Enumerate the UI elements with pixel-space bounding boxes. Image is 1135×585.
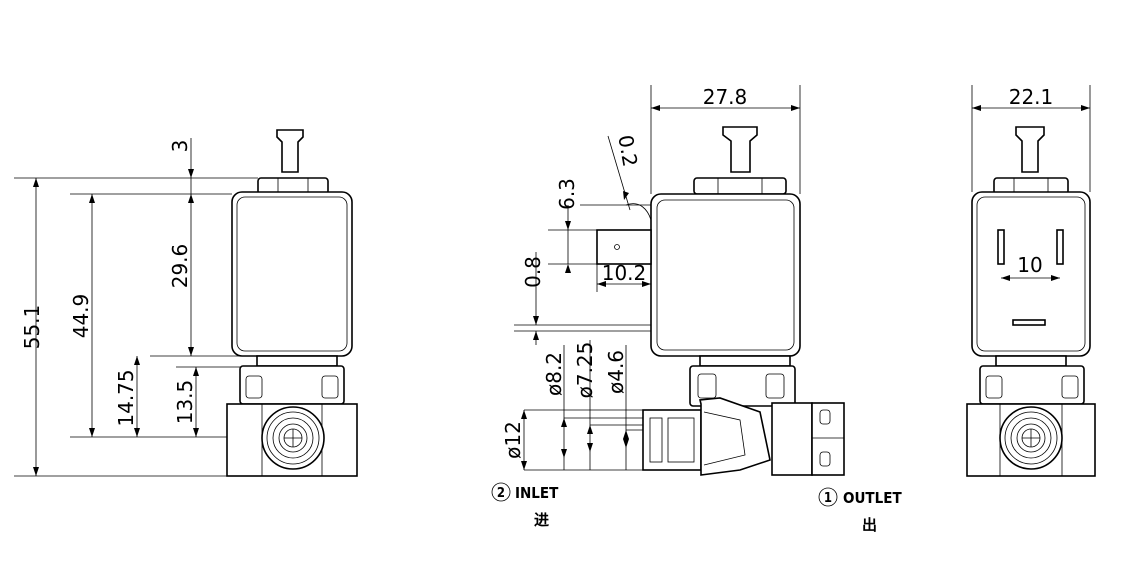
- outlet-label: OUTLET: [843, 489, 902, 507]
- dim-body-height: 44.9: [69, 294, 93, 339]
- front-body: [698, 397, 771, 476]
- inlet-label: INLET: [515, 484, 559, 502]
- outlet-number-circle: [818, 487, 838, 507]
- dim-dia-inner: ø4.6: [604, 350, 628, 394]
- dim-coil-height: 29.6: [168, 244, 192, 289]
- front-terminal: [596, 229, 652, 265]
- dim-dia-port: ø12: [501, 421, 525, 459]
- inlet-number: 2: [497, 486, 505, 501]
- dim-dia-outer: ø8.2: [542, 352, 566, 396]
- end-ground-pin: [1012, 319, 1046, 326]
- end-pin-right: [1056, 229, 1064, 265]
- front-view: 27.8 0.2 6.3 10.2 0.8 ø8.2 ø7.25 ø4.6 ø1…: [491, 85, 902, 534]
- end-stem: [1015, 126, 1045, 173]
- front-nut: [693, 177, 787, 195]
- dim-end-width: 22.1: [1009, 85, 1054, 109]
- front-stem: [722, 126, 758, 173]
- dim-top-offset: 3: [168, 140, 192, 153]
- front-inlet-fitting: [642, 409, 702, 471]
- front-outlet-ring: [811, 402, 845, 476]
- end-neck: [995, 355, 1067, 367]
- inlet-cn: 进: [534, 511, 549, 529]
- side-coil: [231, 191, 353, 357]
- dim-pin-spacing: 10: [1017, 253, 1042, 277]
- dim-gap: 0.2: [613, 133, 642, 168]
- dim-plate-thickness: 0.8: [521, 256, 545, 288]
- front-neck: [699, 355, 791, 367]
- front-coil: [650, 193, 801, 357]
- front-outlet-fitting: [771, 402, 813, 476]
- side-neck: [256, 355, 338, 367]
- side-view: 55.1 44.9 29.6 3 14.75 13.5: [14, 129, 358, 477]
- dim-overall-width: 27.8: [703, 85, 748, 109]
- inlet-number-circle: [491, 482, 511, 502]
- outlet-cn: 出: [862, 516, 877, 534]
- dim-terminal-height: 6.3: [555, 178, 579, 210]
- dim-terminal-width: 10.2: [602, 261, 647, 285]
- dim-dia-mid: ø7.25: [573, 342, 597, 399]
- outlet-number: 1: [824, 491, 832, 506]
- dim-overall-height: 55.1: [20, 305, 44, 350]
- dim-base-height: 13.5: [173, 380, 197, 425]
- end-pin-left: [997, 229, 1005, 265]
- end-view: 22.1 10: [966, 85, 1096, 477]
- side-stem: [276, 129, 304, 173]
- dim-lower-height: 14.75: [114, 369, 138, 426]
